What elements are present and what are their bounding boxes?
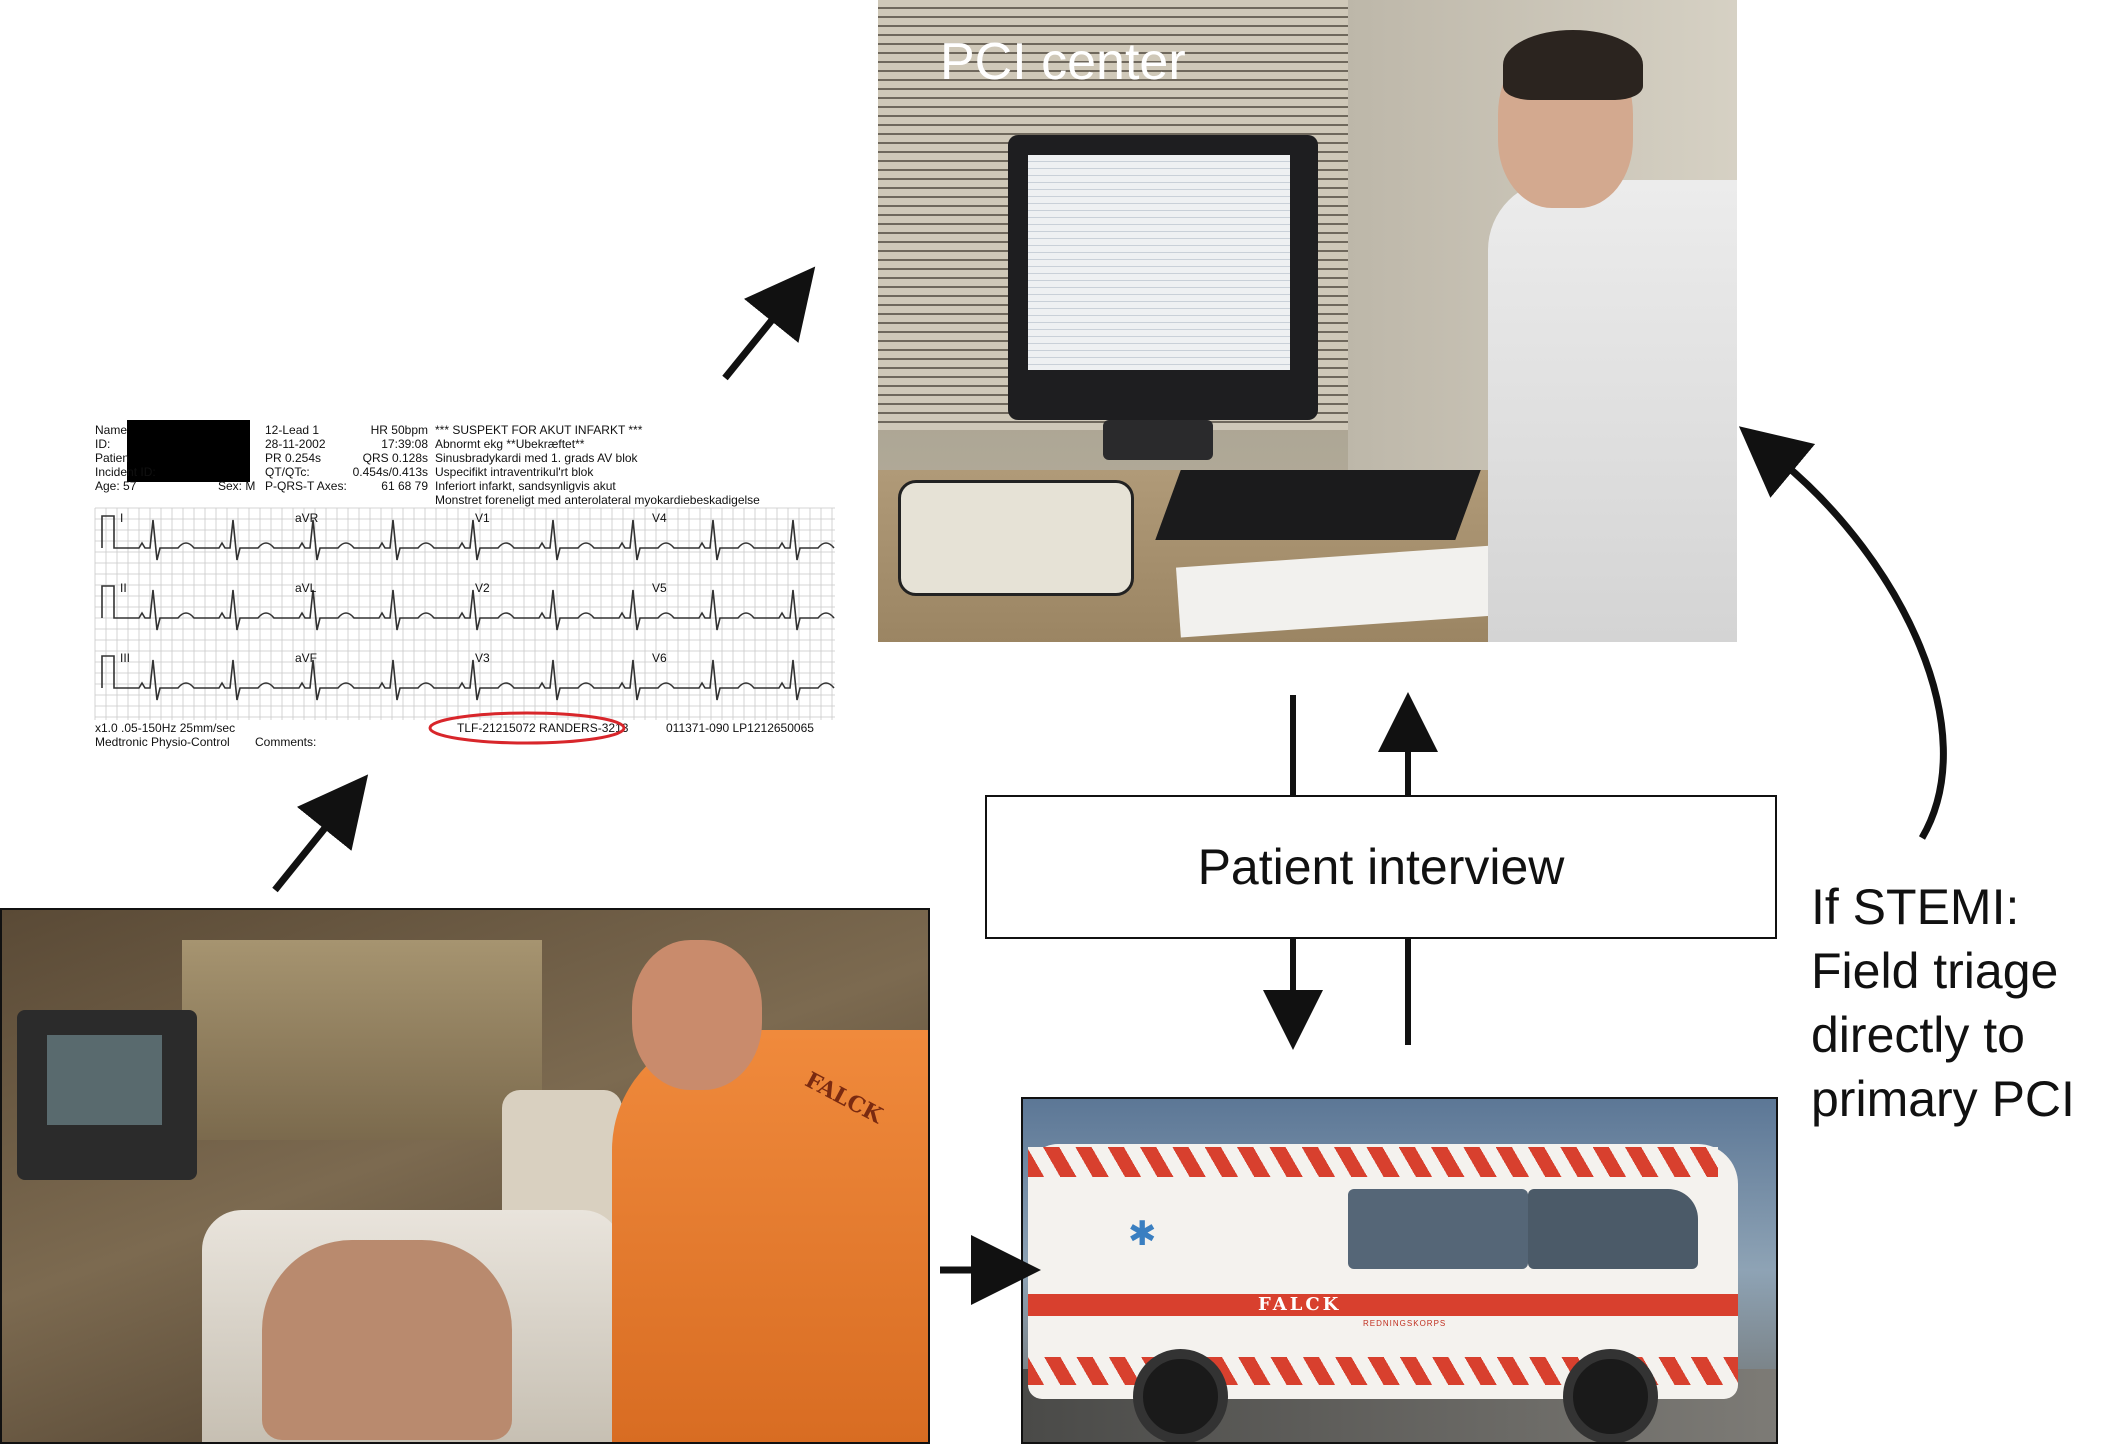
ecg-lead-label: III (120, 651, 130, 665)
ecg-lead-label: II (120, 581, 127, 595)
ambulance-stripe-middle (1028, 1294, 1738, 1316)
paramedic (612, 1030, 928, 1442)
ecg-header-incident: Incident ID: (95, 465, 156, 479)
arrow-interior-to-ecg (272, 774, 369, 893)
ambulance-cab-window (1528, 1189, 1698, 1269)
ecg-interp-5: Monstret foreneligt med anterolateral my… (435, 493, 760, 507)
arrow-ecg-to-pci (722, 266, 816, 381)
ecg-lead-label: aVL (295, 581, 317, 595)
ecg-header-name: Name (95, 423, 127, 437)
ecg-header-axes-values: 61 68 79 (381, 479, 428, 493)
keyboard (1155, 470, 1481, 540)
ambulance-front-wheel (1563, 1349, 1658, 1442)
ambulance-photo: ✱ FALCK REDNINGSKORPS (1021, 1097, 1778, 1444)
ecg-header-time: 17:39:08 (381, 437, 428, 451)
stemi-line-3: directly to (1811, 1007, 2025, 1063)
ecg-header-hr: HR 50bpm (371, 423, 428, 437)
ecg-header-sex: Sex: M (218, 479, 255, 493)
patient-interview-label: Patient interview (1197, 839, 1565, 895)
ecg-trace-row-2 (101, 585, 835, 631)
ecg-interp-4: Inferiort infarkt, sandsynligvis akut (435, 479, 616, 493)
ecg-footer-serial: 011371-090 LP1212650065 (666, 721, 814, 735)
ecg-interp-2: Sinusbradykardi med 1. grads AV blok (435, 451, 639, 465)
ecg-trace-row-3 (101, 655, 835, 701)
ecg-header-date: 28-11-2002 (265, 437, 326, 451)
stemi-line-1: If STEMI: (1811, 879, 2020, 935)
ecg-header-age: Age: 57 (95, 479, 137, 493)
ambulance-interior-photo: FALCK (0, 908, 930, 1444)
ecg-header-qtc: 0.454s/0.413s (353, 465, 428, 479)
ambulance-rear-wheel (1133, 1349, 1228, 1442)
pci-center-label: PCI center (940, 33, 1186, 91)
ecg-header-lead: 12-Lead 1 (265, 423, 319, 437)
ecg-header-id: ID: (95, 437, 110, 451)
ecg-lead-label: V6 (652, 651, 667, 665)
stemi-note: If STEMI: Field triage directly to prima… (1811, 875, 2075, 1131)
ecg-lead-label: V2 (475, 581, 490, 595)
ecg-header-axes: P-QRS-T Axes: (265, 479, 347, 493)
cabinet (182, 940, 542, 1140)
stemi-line-4: primary PCI (1811, 1071, 2075, 1127)
ecg-footer-tlf: TLF-21215072 RANDERS-3213 (457, 721, 629, 735)
stemi-line-2: Field triage (1811, 943, 2059, 999)
ecg-header-qt: QT/QTc: (265, 465, 310, 479)
ecg-on-screen (1028, 155, 1290, 370)
ecg-printout: Name ID: Patien Incident ID: Age: 57 Sex… (94, 420, 835, 749)
monitor-stand (1103, 420, 1213, 460)
paramedic-head (632, 940, 762, 1090)
ecg-footer-comments: Comments: (255, 735, 316, 749)
doctor-hair (1503, 30, 1643, 100)
ecg-lead-label: V5 (652, 581, 667, 595)
redaction-block (127, 420, 250, 482)
arrow-stemi-triage (1738, 426, 1947, 840)
pci-center-photo (878, 0, 1737, 642)
ambulance-window (1348, 1189, 1528, 1269)
ecg-header-patient: Patien (95, 451, 129, 465)
desk-phone (898, 480, 1134, 596)
ecg-interp-1: Abnormt ekg **Ubekræftet** (435, 437, 585, 451)
doctor-coat (1488, 180, 1737, 642)
patient-interview-box: Patient interview (985, 795, 1777, 939)
ecg-footer-device: Medtronic Physio-Control (95, 735, 230, 749)
defibrillator-screen (47, 1035, 162, 1125)
ecg-trace-row-1 (101, 515, 835, 561)
ecg-lead-label: V1 (475, 511, 490, 525)
ambulance-sub-text: REDNINGSKORPS (1363, 1319, 1447, 1328)
ecg-footer-filter: x1.0 .05-150Hz 25mm/sec (95, 721, 235, 735)
ecg-interp-3: Uspecifikt intraventrikul'rt blok (435, 465, 594, 479)
tlf-highlight-circle (428, 711, 626, 745)
ecg-header-qrs: QRS 0.128s (363, 451, 428, 465)
ecg-traces (101, 515, 835, 701)
patient (262, 1240, 512, 1440)
ecg-header-pr: PR 0.254s (265, 451, 321, 465)
ecg-interp-0: *** SUSPEKT FOR AKUT INFARKT *** (435, 423, 643, 437)
ecg-lead-label: aVR (295, 511, 319, 525)
star-of-life-icon: ✱ (1128, 1215, 1157, 1253)
ecg-lead-label: V4 (652, 511, 667, 525)
ecg-lead-label: I (120, 511, 123, 525)
ambulance-brand-text: FALCK (1258, 1294, 1342, 1315)
ecg-lead-label: V3 (475, 651, 490, 665)
ambulance-stripe-top (1028, 1147, 1718, 1177)
ecg-lead-label: aVF (295, 651, 317, 665)
